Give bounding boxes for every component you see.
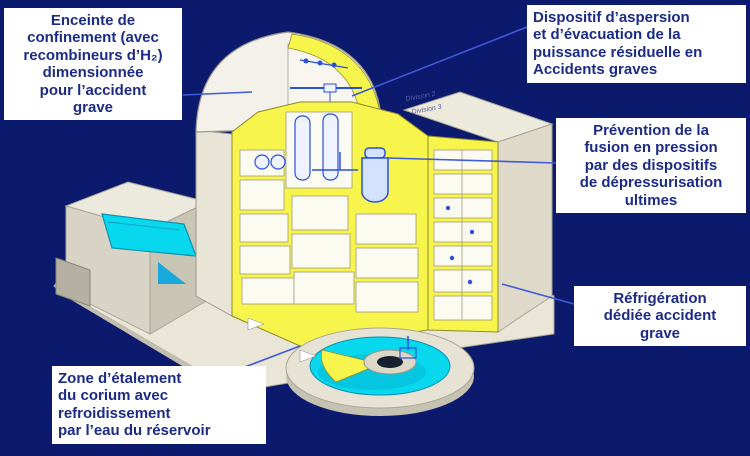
- callout-containment-label: Enceinte de confinement (avec recombineu…: [23, 12, 163, 116]
- spray-nozzle: [331, 62, 337, 68]
- primary-pipe: [312, 152, 358, 171]
- annex-small-block: [55, 257, 91, 307]
- spreading-area-yellow: [320, 349, 382, 383]
- flow-arrow: [299, 349, 317, 363]
- callout-depressurization-label: Prévention de la fusion en pression par …: [579, 122, 723, 209]
- room-cell: [241, 277, 295, 305]
- leader-cooling: [501, 283, 575, 305]
- valve-dot: [467, 279, 473, 285]
- blue-tank: [254, 154, 270, 170]
- spray-nozzle: [317, 60, 323, 66]
- room-cell: [239, 179, 285, 211]
- room-cell: [239, 213, 289, 243]
- callout-spray-label: Dispositif d’aspersion et d’évacuation d…: [533, 9, 703, 79]
- pool-inner-edge: [107, 221, 181, 231]
- room-cell: [293, 271, 355, 305]
- floor-room: [433, 245, 493, 267]
- safeguard-outer-face: [497, 123, 553, 333]
- room-cell: [239, 245, 291, 275]
- fuel-building: [55, 181, 221, 335]
- callout-depressurization: Prévention de la fusion en pression par …: [556, 118, 746, 213]
- flow-arrow: [247, 317, 265, 331]
- room-cell: [355, 213, 417, 245]
- basin-center-pit: [377, 356, 403, 368]
- reactor-vessel-head: [364, 147, 386, 159]
- room-cell: [355, 247, 419, 279]
- steam-generator: [322, 113, 339, 181]
- callout-corium-spreading: Zone d’étalement du corium avec refroidi…: [52, 366, 266, 444]
- leader-containment: [182, 91, 253, 96]
- basin-device: [399, 347, 417, 359]
- floor-room: [433, 221, 493, 243]
- spray-nozzle: [303, 58, 309, 64]
- callout-spray: Dispositif d’aspersion et d’évacuation d…: [527, 5, 746, 83]
- reactor-vessel: [361, 157, 389, 203]
- leader-lines: [182, 26, 575, 379]
- containment-wall-left: [195, 129, 233, 317]
- room-cell: [355, 281, 419, 313]
- valve-dot: [469, 229, 475, 235]
- floor-room: [433, 197, 493, 219]
- crane-trolley: [323, 83, 337, 93]
- callout-containment: Enceinte de confinement (avec recombineu…: [4, 8, 182, 121]
- leader-depressurization: [386, 157, 557, 164]
- containment-cut-section: [231, 101, 429, 347]
- steam-generator: [294, 115, 311, 181]
- floor-room: [433, 173, 493, 195]
- water-jet-triangle: [158, 262, 186, 284]
- blue-tank: [270, 154, 286, 170]
- room-cell: [291, 233, 351, 269]
- floor-room: [433, 269, 493, 293]
- callout-dedicated-cooling: Réfrigération dédiée accident grave: [574, 286, 746, 347]
- leader-spray: [351, 26, 528, 97]
- spreading-basin: [285, 327, 475, 416]
- callout-corium-spreading-label: Zone d’étalement du corium avec refroidi…: [58, 370, 211, 440]
- valve-dot: [445, 205, 451, 211]
- callout-dedicated-cooling-label: Réfrigération dédiée accident grave: [603, 290, 717, 342]
- safeguard-building: [402, 91, 554, 333]
- room-cell: [291, 195, 349, 231]
- valve-dot: [449, 255, 455, 261]
- floor-room: [433, 295, 493, 321]
